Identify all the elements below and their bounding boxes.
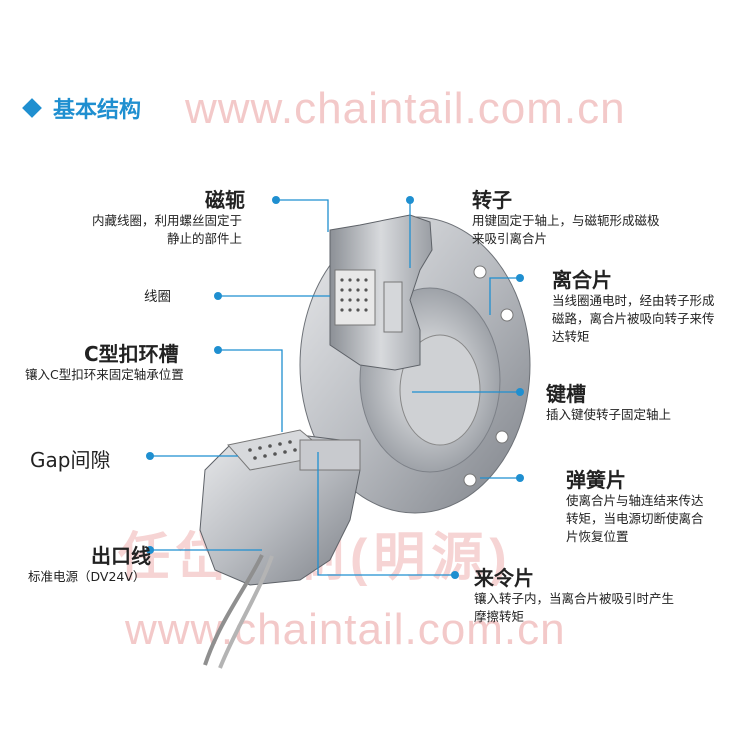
upper-cutaway-body xyxy=(329,214,433,371)
leader-cring xyxy=(218,349,283,432)
label-keyway-desc-1: 插入键使转子固定轴上 xyxy=(546,407,672,422)
section-heading: 基本结构 xyxy=(22,92,142,124)
label-lining-desc-1: 镶入转子内，当离合片被吸引时产生 xyxy=(474,591,675,606)
label-yoke-desc-1: 内藏线圈，利用螺丝固定于 xyxy=(91,213,242,228)
label-spring-desc-2: 转矩，当电源切断使离合 xyxy=(566,511,704,526)
leader-dots xyxy=(146,196,524,579)
label-armature-desc-1: 当线圈通电时，经由转子形成 xyxy=(552,293,715,308)
label-keyway-title: 键槽 xyxy=(546,382,586,406)
label-spring-desc-1: 使离合片与轴连结来传达 xyxy=(566,493,704,508)
label-rotor-desc-1: 用键固定于轴上，与磁轭形成磁极 xyxy=(472,213,660,228)
watermark-url-bottom: www.chaintail.com.cn xyxy=(125,605,566,654)
label-spring-title: 弹簧片 xyxy=(566,468,626,492)
label-rotor-desc-2: 来吸引离合片 xyxy=(472,231,548,246)
label-yoke-desc-2: 静止的部件上 xyxy=(166,231,242,246)
lower-cutaway-body xyxy=(199,429,361,586)
watermark-url-top: www.chaintail.com.cn xyxy=(185,84,626,133)
label-cring-desc-1: 镶入C型扣环来固定轴承位置 xyxy=(25,367,184,382)
lead-wires xyxy=(203,554,274,669)
section-heading-text: 基本结构 xyxy=(53,98,142,123)
label-leadwire-desc-1: 标准电源（DV24V） xyxy=(28,569,146,584)
label-leadwire-title: 出口线 xyxy=(91,544,151,568)
leader-armature xyxy=(489,277,520,315)
label-lining-desc-2: 摩擦转矩 xyxy=(474,609,525,624)
label-armature-title: 离合片 xyxy=(552,268,612,292)
coil-dots-upper xyxy=(340,278,368,312)
label-yoke-title: 磁轭 xyxy=(205,188,245,212)
label-armature-desc-2: 磁路，离合片被吸向转子来传 xyxy=(552,311,715,326)
label-spring-desc-3: 片恢复位置 xyxy=(566,529,629,544)
label-rotor-title: 转子 xyxy=(472,188,512,212)
diamond-bullet-icon xyxy=(22,98,42,118)
label-cring-title: C型扣环槽 xyxy=(84,342,179,366)
label-armature-desc-3: 达转矩 xyxy=(552,329,590,344)
leader-lining xyxy=(317,452,455,576)
label-lining-title: 来令片 xyxy=(474,566,534,590)
label-gap-title: Gap间隙 xyxy=(30,448,111,472)
leader-lines xyxy=(150,199,520,576)
label-coil-title: 线圈 xyxy=(144,289,171,305)
coil-dots-lower xyxy=(248,440,297,460)
leader-yoke xyxy=(276,199,329,232)
